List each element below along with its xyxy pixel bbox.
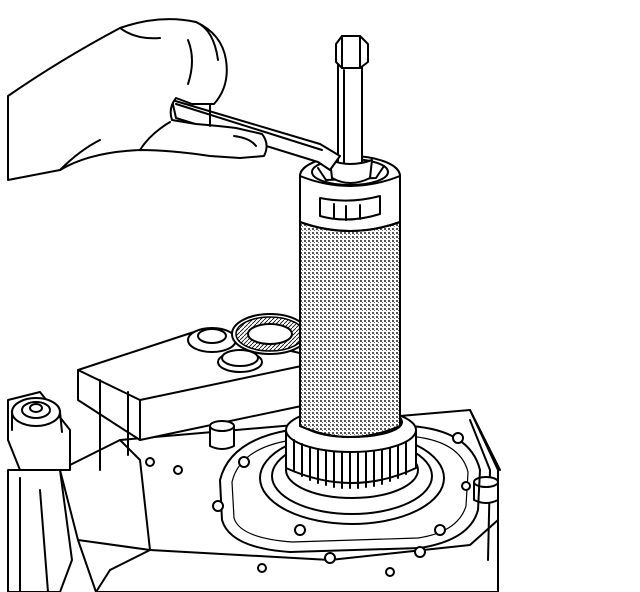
dowel-pin	[209, 420, 235, 450]
bolt-holes	[145, 432, 471, 577]
forcing-screw	[329, 35, 373, 184]
bolt-boss-left	[7, 391, 71, 471]
hand	[7, 18, 268, 181]
plug-1	[187, 327, 237, 353]
plug-2	[217, 349, 263, 373]
gear-puller-tool	[299, 155, 401, 438]
roller-bearing	[231, 313, 309, 355]
